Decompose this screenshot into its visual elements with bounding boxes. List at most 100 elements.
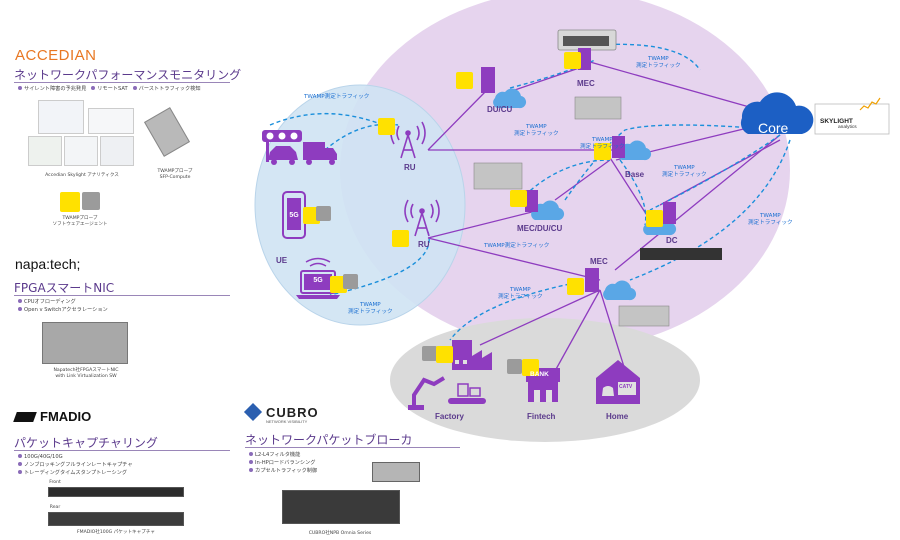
building-base: [612, 136, 625, 158]
napatech-rule: [14, 295, 230, 296]
cubro-logo-sub: NETWORK VISIBILITY: [266, 419, 308, 424]
napatech-caption-1: Napatech社FPGAスマートNIC: [53, 368, 119, 373]
building-mec-top: [578, 48, 591, 70]
building-dc: [663, 202, 676, 224]
mec-du-cu-label: MEC/DU/CU: [517, 224, 563, 233]
fmadio-title: パケットキャプチャリング: [14, 436, 158, 450]
fmadio-front-image: [48, 487, 184, 497]
cubro-bullets: L2-L4フィルタ機能 In-HPロードバランシング カプセルトラフィック制御: [249, 451, 317, 475]
skylight-label: SKYLIGHT: [820, 118, 853, 125]
factory-label: Factory: [435, 412, 464, 421]
fmadio-caption: FMADIO社100G パケットキャプチャ: [77, 530, 155, 535]
accedian-analytics-caption: Accedian Skylight アナリティクス: [45, 173, 119, 178]
ru-tower-top: [390, 121, 426, 159]
ru-tower-bottom: [404, 199, 440, 237]
agent-icon: [392, 230, 409, 247]
agent-icon: [594, 143, 611, 160]
agent-icon: [343, 274, 358, 289]
agent-icon: [330, 276, 347, 293]
napatech-bullets: CPUオフローディング Open v Switchアクセラレーション: [18, 298, 108, 314]
server-icons: [473, 29, 722, 327]
fmadio-logo-icon: [13, 412, 37, 422]
agent-icon: [436, 346, 453, 363]
skylight-sub-label: analytics: [838, 125, 857, 130]
core-label: Core: [758, 120, 789, 136]
agent-caption-2: ソフトウェアエージェント: [52, 222, 108, 227]
accedian-rule: [14, 82, 230, 83]
phone-5g-label: 5G: [289, 212, 299, 219]
smartnic-image: [42, 322, 128, 364]
agent-icon: [303, 207, 320, 224]
fmadio-rear-label: Rear: [49, 505, 61, 510]
cubro-rule: [245, 447, 460, 448]
fmadio-logo: FMADIO: [40, 409, 92, 424]
agent-icon: [507, 359, 522, 374]
fintech-label: Fintech: [527, 412, 556, 421]
agent-icon: [564, 52, 581, 69]
sfp-caption-1: TWAMPプローブ: [157, 169, 193, 174]
napatech-caption-2: with Link Virtualization SW: [55, 374, 117, 379]
agent-icon: [316, 206, 331, 221]
home-label: Home: [606, 412, 629, 421]
ru-top-label: RU: [404, 163, 416, 172]
cubro-npb-image: [282, 490, 400, 524]
core-cloud: [740, 92, 814, 134]
cubro-small-box-image: [372, 462, 420, 482]
bank-sign: BANK: [530, 371, 549, 378]
agent-icon: [422, 346, 437, 361]
accedian-bullets: サイレント障害の予兆発見 リモートSAT バーストトラフィック検知: [18, 85, 201, 93]
agent-icon: [567, 278, 584, 295]
agent-caption-1: TWAMPプローブ: [62, 216, 98, 221]
accedian-logo: ACCEDIAN: [15, 47, 97, 64]
twamp-label: TWAMP測定トラフィック: [484, 243, 550, 249]
mec-top-label: MEC: [577, 79, 595, 88]
ue-label: UE: [276, 256, 288, 265]
fmadio-bullets: 100G/40G/10G ノンブロッキングフルラインレートキャプチャ トレーディ…: [18, 453, 133, 477]
cubro-logo: CUBRO: [266, 405, 319, 420]
catv-sign: CATV: [619, 384, 633, 390]
vehicle-icons: [262, 130, 337, 165]
factory-icon: [408, 340, 492, 410]
ue-area: [255, 85, 465, 325]
sfp-caption-2: SFP-Compute: [159, 175, 191, 180]
home-icon: [596, 360, 640, 404]
fmadio-rule: [14, 450, 230, 451]
cubro-title: ネットワークパケットブローカ: [245, 433, 413, 447]
building-mec-bottom: [585, 268, 599, 292]
base-label: Base: [625, 170, 645, 179]
agent-icon: [646, 210, 663, 227]
skylight-box: [814, 103, 890, 135]
ru-bottom-label: RU: [418, 240, 430, 249]
agent-icon: [82, 192, 100, 210]
dc-label: DC: [666, 236, 678, 245]
analytics-screenshot: [28, 100, 136, 170]
agent-icon: [60, 192, 80, 212]
napatech-logo: napa:tech;: [15, 256, 81, 272]
agent-icon: [510, 190, 527, 207]
building-mec-du-cu: [525, 190, 538, 212]
skylight-chart-icon: [859, 97, 881, 111]
laptop-icon: [296, 257, 340, 299]
building-du-cu: [481, 67, 495, 93]
fmadio-front-label: Front: [49, 480, 61, 485]
laptop-5g-label: 5G: [313, 277, 323, 284]
agent-icon: [522, 359, 539, 376]
mec-bottom-label: MEC: [590, 257, 608, 266]
agent-icon: [378, 118, 395, 135]
twamp-label: TWAMP測定トラフィック: [304, 94, 370, 100]
cubro-caption: CUBRO社NPB Omnia Series: [308, 531, 372, 536]
network-links: [427, 61, 781, 381]
agent-icon: [456, 72, 473, 89]
du-cu-label: DU/CU: [487, 105, 513, 114]
fmadio-rear-image: [48, 512, 184, 526]
accedian-title: ネットワークパフォーマンスモニタリング: [14, 68, 242, 82]
napatech-title: FPGAスマートNIC: [14, 281, 115, 295]
